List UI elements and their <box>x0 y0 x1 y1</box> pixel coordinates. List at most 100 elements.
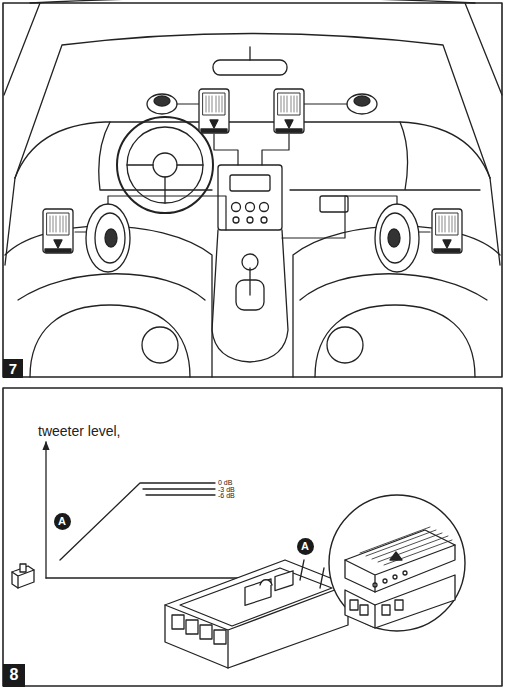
jumper-switch-part <box>20 564 26 572</box>
roof-line <box>30 0 475 3</box>
panel-7 <box>3 0 502 377</box>
steering-wheel-part <box>127 127 203 203</box>
windshield <box>15 34 490 179</box>
y-axis <box>45 442 46 578</box>
woofer-part <box>95 213 125 263</box>
steering-wheel <box>117 117 213 213</box>
level-value: -6 dB <box>218 492 235 499</box>
right-seat-part <box>300 274 487 300</box>
tweeter-part <box>354 96 370 106</box>
callout-letter: A <box>297 538 314 555</box>
center-console-part <box>261 217 267 223</box>
roof-pillar <box>4 3 502 95</box>
figure-number: 7 <box>3 359 23 378</box>
jumper-switch <box>12 564 34 588</box>
center-console-part <box>218 165 282 230</box>
crossover-base-part <box>260 580 272 585</box>
speaker-wire-part <box>282 196 397 238</box>
crossover-base-part <box>275 571 293 591</box>
magnified-view-part <box>403 571 407 575</box>
center-console-part <box>249 268 250 295</box>
crossover-base-part <box>180 568 332 626</box>
crossover-base-part <box>214 630 226 644</box>
woofer-part <box>375 204 419 272</box>
woofer-part <box>86 204 130 272</box>
magnified-view-part <box>395 600 403 610</box>
magnified-view-part <box>393 575 397 579</box>
crossover-base-part <box>172 615 184 629</box>
right-seat-part <box>327 327 363 363</box>
speaker-wire-part <box>214 134 289 165</box>
figure-number-text: 7 <box>9 361 17 376</box>
crossover-base-part <box>245 579 271 605</box>
figure-number-text: 8 <box>10 667 19 683</box>
center-console <box>212 165 288 362</box>
crossover-base-part <box>165 560 348 668</box>
level-value: -3 dB <box>218 486 235 493</box>
crossover-base-part <box>186 620 198 634</box>
speaker-wire-part <box>75 231 86 232</box>
left-seat-part <box>18 274 205 300</box>
figure-number: 8 <box>3 664 25 687</box>
crossover-unit <box>274 89 304 133</box>
steering-wheel-part <box>117 117 213 213</box>
center-console-part <box>212 230 288 362</box>
tweeter-part <box>154 96 170 106</box>
magnified-view-part <box>382 605 390 615</box>
right-seat-part <box>315 305 475 377</box>
magnified-view-part <box>345 575 455 628</box>
crossover-base <box>165 560 348 668</box>
level-curve <box>60 483 215 560</box>
crossover-base-part <box>300 560 324 588</box>
jumper-switch-part <box>12 570 34 588</box>
crossover-base-part <box>200 625 212 639</box>
woofer-part <box>388 229 400 247</box>
callout-letter: A <box>54 513 71 530</box>
center-console-part <box>233 217 239 223</box>
woofer-part <box>380 213 410 263</box>
panel-frame <box>3 3 502 377</box>
level-value: 0 dB <box>218 479 232 486</box>
magnified-view-part <box>374 605 375 628</box>
rear-mirror <box>213 60 287 75</box>
woofer-part <box>105 229 117 247</box>
panel-frame <box>3 388 502 686</box>
steering-wheel-part <box>127 165 203 203</box>
callout-letter-text: A <box>58 516 66 527</box>
speaker-wire-part <box>419 231 430 232</box>
crossover-unit <box>43 209 73 253</box>
axis-label: tweeter level, <box>38 424 120 438</box>
magnified-view-part <box>373 583 377 587</box>
center-console-part <box>247 217 253 223</box>
left-seat-part <box>30 305 190 377</box>
dashboard <box>15 122 490 178</box>
glove-box-latch <box>320 196 348 212</box>
magnified-view-part <box>383 579 387 583</box>
magnified-view-part <box>360 605 368 615</box>
tweeter-part <box>347 94 377 114</box>
magnified-view <box>329 495 465 631</box>
speaker-wire-part <box>108 196 226 230</box>
center-console-part <box>230 175 270 191</box>
steering-wheel-part <box>153 153 177 177</box>
left-seat-part <box>142 327 178 363</box>
panel-8 <box>3 388 502 686</box>
center-console-part <box>246 203 255 212</box>
callout-letter-text: A <box>301 541 309 552</box>
crossover-unit <box>199 89 229 133</box>
tweeter-part <box>147 94 177 114</box>
magnified-view-part <box>350 600 358 610</box>
magnified-view-part <box>360 527 452 565</box>
magnified-view-part <box>329 495 465 631</box>
center-console-part <box>260 203 269 212</box>
crossover-unit <box>432 209 462 253</box>
mirror-stem <box>249 47 250 60</box>
center-console-part <box>242 254 258 270</box>
center-console-part <box>232 203 241 212</box>
tweeter <box>147 94 377 114</box>
woofer <box>86 204 419 272</box>
speaker-wire <box>75 104 430 238</box>
magnified-view-part-part <box>360 527 452 565</box>
